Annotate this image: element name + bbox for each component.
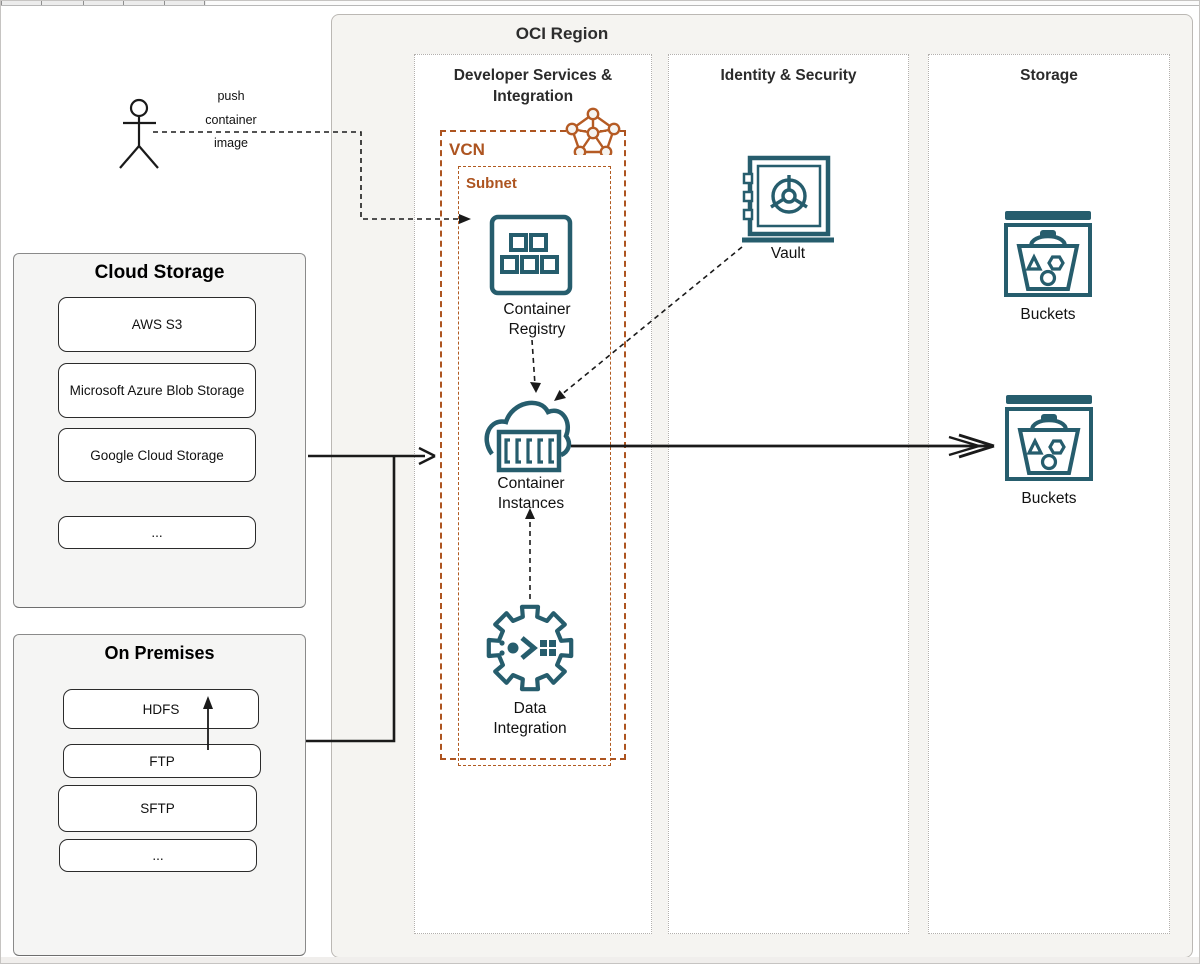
column-storage-title: Storage — [1020, 67, 1078, 84]
vault-icon — [742, 155, 834, 243]
oci-region-title: OCI Region — [515, 24, 609, 43]
vcn-label: VCN — [449, 140, 485, 159]
cloud-storage-panel: Cloud Storage AWS S3 Microsoft Azure Blo… — [13, 253, 306, 608]
push-container-image-label: push container image — [205, 89, 257, 150]
column-identity-security-title: Identity & Security — [720, 67, 857, 84]
on-premises-title: On Premises — [104, 643, 215, 663]
cloud-storage-item-aws-s3: AWS S3 — [58, 297, 256, 352]
bucket-icon — [1004, 211, 1092, 297]
oci-region-container: OCI Region Developer Services & Integrat… — [331, 14, 1193, 958]
column-developer-services-title: Developer Services & Integration — [453, 67, 613, 105]
container-instances-icon — [484, 400, 572, 473]
on-premises-item-more: ... — [59, 839, 257, 872]
data-integration-label: Data Integration — [493, 700, 567, 737]
bucket-icon — [1005, 395, 1093, 481]
cloud-storage-title: Cloud Storage — [94, 262, 225, 283]
container-registry-icon — [489, 214, 573, 296]
container-registry-label: Container Registry — [503, 301, 571, 338]
vcn-network-icon — [565, 107, 621, 155]
on-premises-item-hdfs: HDFS — [63, 689, 259, 729]
on-premises-panel: On Premises HDFS FTP SFTP ... — [13, 634, 306, 956]
cloud-storage-item-google-cloud: Google Cloud Storage — [58, 428, 256, 482]
actor-icon — [119, 98, 159, 169]
on-premises-item-ftp: FTP — [63, 744, 261, 778]
cloud-storage-item-azure-blob: Microsoft Azure Blob Storage — [58, 363, 256, 418]
subnet-boundary: Subnet — [458, 166, 611, 766]
buckets-top-label: Buckets — [1020, 306, 1076, 323]
bottom-crop-strip — [1, 957, 1199, 963]
container-instances-label: Container Instances — [497, 475, 565, 512]
data-integration-icon — [486, 604, 574, 692]
subnet-label: Subnet — [466, 175, 517, 192]
buckets-bottom-label: Buckets — [1021, 490, 1077, 507]
on-premises-item-sftp: SFTP — [58, 785, 257, 832]
cloud-storage-item-more: ... — [58, 516, 256, 549]
vault-label: Vault — [770, 245, 806, 262]
top-crop-strip — [1, 1, 1199, 6]
column-storage: Storage — [928, 54, 1170, 934]
